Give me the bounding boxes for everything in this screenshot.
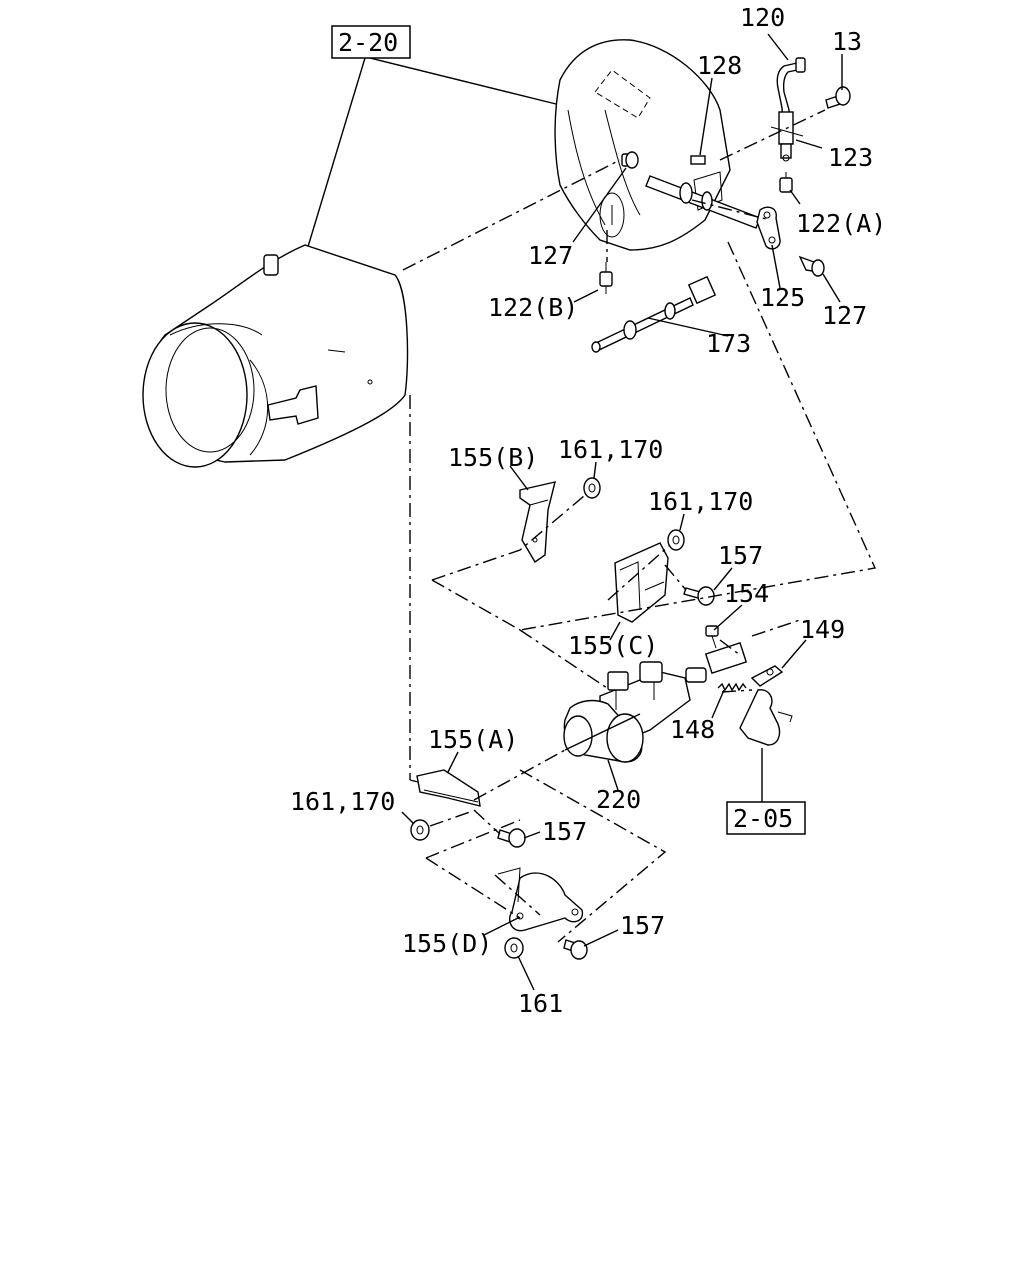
reference-label-2-05: 2-05 xyxy=(733,804,793,833)
fitting-127-left xyxy=(621,151,639,169)
label-127-right: 127 xyxy=(822,301,867,330)
label-13: 13 xyxy=(832,27,862,56)
label-155d: 155(D) xyxy=(402,929,492,958)
bolt-157-top xyxy=(683,586,715,606)
label-155c: 155(C) xyxy=(568,631,658,660)
label-220: 220 xyxy=(596,785,641,814)
reference-box-2-05: 2-05 xyxy=(726,801,806,835)
label-149: 149 xyxy=(800,615,845,644)
rod-173 xyxy=(591,275,717,353)
bracket-155c xyxy=(614,542,669,623)
bracket-155b xyxy=(519,481,556,564)
fitting-122b xyxy=(599,262,613,294)
bracket-155d xyxy=(497,867,584,932)
label-120: 120 xyxy=(740,3,785,32)
bolt-13 xyxy=(825,86,851,109)
label-157-mid: 157 xyxy=(542,817,587,846)
spring-148 xyxy=(717,682,747,692)
label-128: 128 xyxy=(697,51,742,80)
label-125: 125 xyxy=(760,283,805,312)
washer-161-170-top xyxy=(583,477,601,499)
nut-161 xyxy=(504,937,524,959)
label-154: 154 xyxy=(724,579,769,608)
label-148: 148 xyxy=(670,715,715,744)
lever-125 xyxy=(756,206,781,250)
label-173: 173 xyxy=(706,329,751,358)
nut-161-170-left xyxy=(410,819,430,841)
fitting-127-right xyxy=(798,255,825,277)
label-122b: 122(B) xyxy=(488,293,578,322)
ref-2-20-leaders xyxy=(306,57,763,802)
bolt-157-bottom xyxy=(563,939,588,960)
tee-fitting-123 xyxy=(770,111,804,162)
reference-label-2-20: 2-20 xyxy=(338,28,398,57)
fitting-122a xyxy=(779,172,793,193)
center-lines xyxy=(402,109,877,943)
label-123: 123 xyxy=(828,143,873,172)
label-155b: 155(B) xyxy=(448,443,538,472)
washer-161-170-mid xyxy=(667,529,685,551)
label-161-170-top: 161,170 xyxy=(558,435,663,464)
label-161: 161 xyxy=(518,989,563,1018)
label-157-bottom: 157 xyxy=(620,911,665,940)
bracket-155a xyxy=(416,769,481,807)
label-161-170-left: 161,170 xyxy=(290,787,395,816)
valve-assembly-220 xyxy=(563,661,707,763)
label-122a: 122(A) xyxy=(796,209,886,238)
vacuum-pipe-120 xyxy=(776,57,806,129)
label-161-170-mid: 161,170 xyxy=(648,487,753,516)
cross-shaft xyxy=(645,175,761,229)
label-127-left: 127 xyxy=(528,241,573,270)
reference-box-2-20: 2-20 xyxy=(331,25,411,59)
transmission-housing xyxy=(142,244,409,468)
bolt-154 xyxy=(705,625,719,649)
label-155a: 155(A) xyxy=(428,725,518,754)
bracket-2-05 xyxy=(739,689,793,746)
part-labels: 120 13 128 123 122(A) 127 122(B) 125 127… xyxy=(290,3,886,1018)
label-157-top: 157 xyxy=(718,541,763,570)
cylinder-149 xyxy=(704,642,784,687)
leader-lines xyxy=(401,33,843,991)
bolt-157-mid xyxy=(497,828,526,848)
